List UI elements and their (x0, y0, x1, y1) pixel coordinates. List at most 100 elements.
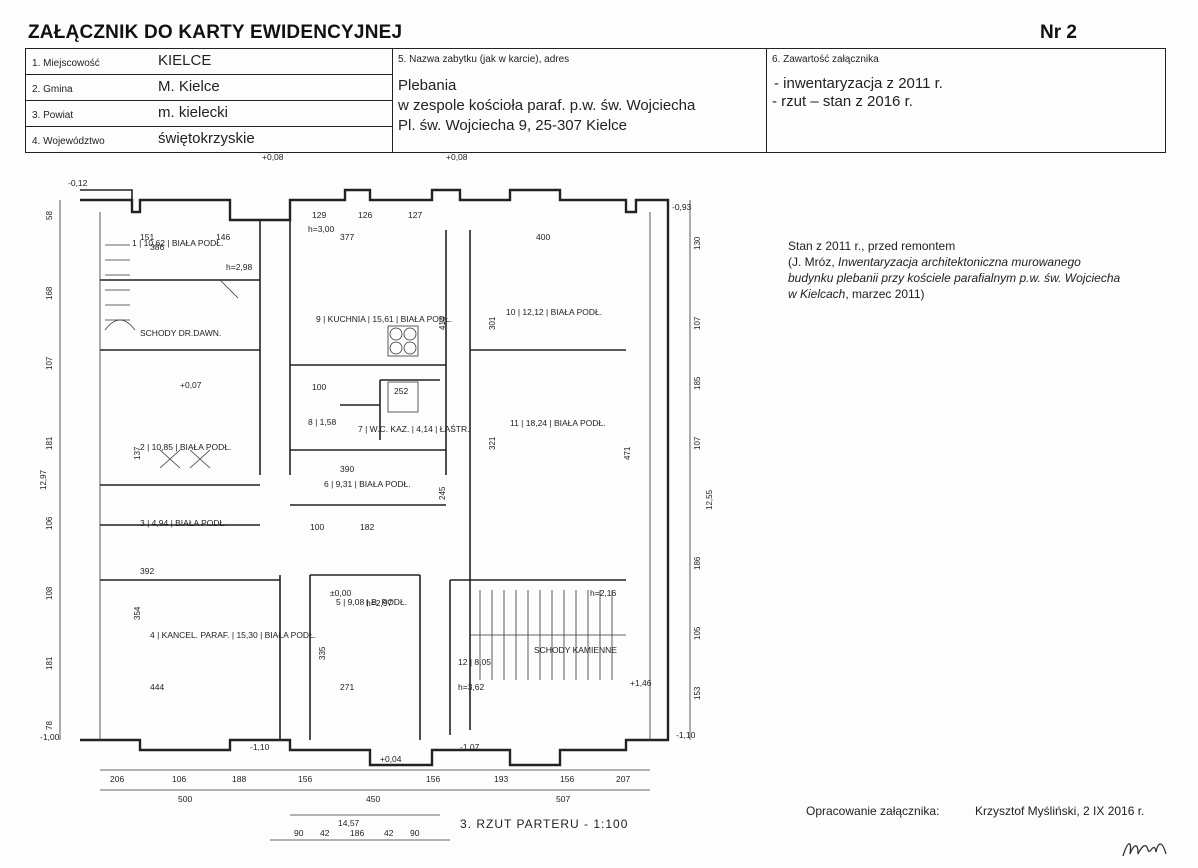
height-label: h=2,16 (590, 588, 617, 598)
svg-text:137: 137 (133, 446, 142, 460)
field-label-powiat: 3. Powiat (32, 110, 74, 121)
level-label: +0,08 (262, 152, 284, 162)
svg-text:182: 182 (360, 522, 374, 532)
room-8-label: 8 | 1,58 (308, 417, 336, 427)
level-label: -0,12 (68, 178, 88, 188)
wood-stairs-label: SCHODY DR.DAWN. (140, 328, 221, 338)
zawartosc-item-2: - rzut – stan z 2016 r. (772, 93, 913, 110)
room-9-label: 9 | KUCHNIA | 15,61 | BIAŁA PODŁ. (316, 314, 452, 324)
stone-stairs-label: SCHODY KAMIENNE (534, 645, 617, 655)
level-label: -1,00 (40, 732, 60, 742)
field-value-gmina: M. Kielce (158, 78, 220, 95)
svg-text:335: 335 (318, 646, 327, 660)
svg-text:500: 500 (178, 794, 192, 804)
svg-text:106: 106 (172, 774, 186, 784)
form-divider-2 (766, 49, 767, 152)
svg-text:390: 390 (340, 464, 354, 474)
level-label: +0,08 (446, 152, 468, 162)
field-label-zawartosc: 6. Zawartość załącznika (772, 54, 879, 65)
svg-text:245: 245 (438, 486, 447, 500)
svg-text:168: 168 (45, 286, 54, 300)
attachment-number: Nr 2 (1040, 22, 1077, 43)
level-label: +0,04 (380, 754, 402, 764)
svg-text:156: 156 (426, 774, 440, 784)
svg-text:100: 100 (310, 522, 324, 532)
svg-text:377: 377 (340, 232, 354, 242)
level-label: +1,46 (630, 678, 652, 688)
level-label: -1,10 (250, 742, 270, 752)
svg-text:193: 193 (494, 774, 508, 784)
room-4-label: 4 | KANCEL. PARAF. | 15,30 | BIAŁA PODŁ. (150, 630, 316, 640)
form-row-divider (26, 126, 392, 127)
svg-text:107: 107 (693, 436, 702, 450)
zabytek-address: Pl. św. Wojciecha 9, 25-307 Kielce (398, 117, 628, 134)
svg-text:400: 400 (536, 232, 550, 242)
svg-text:186: 186 (350, 828, 364, 838)
room-11-label: 11 | 18,24 | BIAŁA PODŁ. (510, 418, 605, 428)
side-note-line-2: (J. Mróz, Inwentaryzacja architektoniczn… (788, 255, 1081, 269)
svg-text:156: 156 (298, 774, 312, 784)
svg-text:106: 106 (45, 516, 54, 530)
side-note-line-3: budynku plebanii przy kościele parafialn… (788, 271, 1121, 285)
svg-text:14,57: 14,57 (338, 818, 360, 828)
level-label: -1,07 (460, 742, 480, 752)
svg-text:354: 354 (133, 606, 142, 620)
field-value-miejscowosc: KIELCE (158, 52, 212, 69)
svg-text:507: 507 (556, 794, 570, 804)
svg-text:181: 181 (45, 436, 54, 450)
svg-text:185: 185 (693, 376, 702, 390)
svg-text:186: 186 (693, 556, 702, 570)
svg-text:386: 386 (150, 242, 164, 252)
svg-text:321: 321 (488, 436, 497, 450)
field-value-powiat: m. kielecki (158, 104, 229, 121)
field-label-gmina: 2. Gmina (32, 84, 73, 95)
level-label: -0,93 (672, 202, 692, 212)
room-5-label: 5 | 9,08 | B. PODŁ. (336, 597, 407, 607)
room-2-label: 2 | 10,85 | BIAŁA PODŁ. (140, 442, 231, 452)
height-label: h=3,00 (308, 224, 335, 234)
footer-label: Opracowanie załącznika: (806, 804, 940, 818)
svg-text:100: 100 (312, 382, 326, 392)
handwritten-signature (1122, 843, 1167, 857)
svg-text:90: 90 (294, 828, 304, 838)
svg-text:90: 90 (410, 828, 420, 838)
svg-text:126: 126 (358, 210, 372, 220)
zabytek-ensemble: w zespole kościoła paraf. p.w. św. Wojci… (398, 97, 696, 114)
svg-text:42: 42 (320, 828, 330, 838)
document-title: ZAŁĄCZNIK DO KARTY EWIDENCYJNEJ (28, 22, 403, 43)
svg-text:444: 444 (150, 682, 164, 692)
plan-caption: 3. RZUT PARTERU - 1:100 (460, 817, 628, 831)
svg-text:107: 107 (693, 316, 702, 330)
level-label: -1,10 (676, 730, 696, 740)
zabytek-name: Plebania (398, 77, 457, 94)
svg-text:471: 471 (623, 446, 632, 460)
svg-text:153: 153 (693, 686, 702, 700)
svg-text:414: 414 (438, 316, 447, 330)
svg-text:130: 130 (693, 236, 702, 250)
form-divider-1 (392, 49, 393, 152)
ground-floor-plan-drawing: 1 | 10,62 | BIAŁA PODŁ. 2 | 10,85 | BIAŁ… (40, 152, 714, 841)
svg-text:301: 301 (488, 316, 497, 330)
svg-text:129: 129 (312, 210, 326, 220)
form-row-divider (26, 100, 392, 101)
room-6-label: 6 | 9,31 | BIAŁA PODŁ. (324, 479, 411, 489)
side-note-line-4: w Kielcach, marzec 2011) (788, 287, 925, 301)
svg-text:12,55: 12,55 (705, 489, 714, 510)
svg-text:42: 42 (384, 828, 394, 838)
svg-text:146: 146 (216, 232, 230, 242)
svg-text:127: 127 (408, 210, 422, 220)
svg-text:207: 207 (616, 774, 630, 784)
footer-author: Krzysztof Myśliński, 2 IX 2016 r. (975, 804, 1145, 818)
svg-text:181: 181 (45, 656, 54, 670)
field-label-wojewodztwo: 4. Województwo (32, 136, 105, 147)
field-label-miejscowosc: 1. Miejscowość (32, 58, 100, 69)
svg-text:105: 105 (693, 626, 702, 640)
room-1-label: 1 | 10,62 | BIAŁA PODŁ. (132, 238, 223, 248)
height-label: h=3,62 (458, 682, 485, 692)
svg-text:78: 78 (45, 721, 54, 730)
side-note-line-1: Stan z 2011 r., przed remontem (788, 239, 956, 253)
room-10-label: 10 | 12,12 | BIAŁA PODŁ. (506, 307, 602, 317)
height-label: h=2,97 (366, 598, 393, 608)
field-label-zabytek: 5. Nazwa zabytku (jak w karcie), adres (398, 54, 570, 65)
